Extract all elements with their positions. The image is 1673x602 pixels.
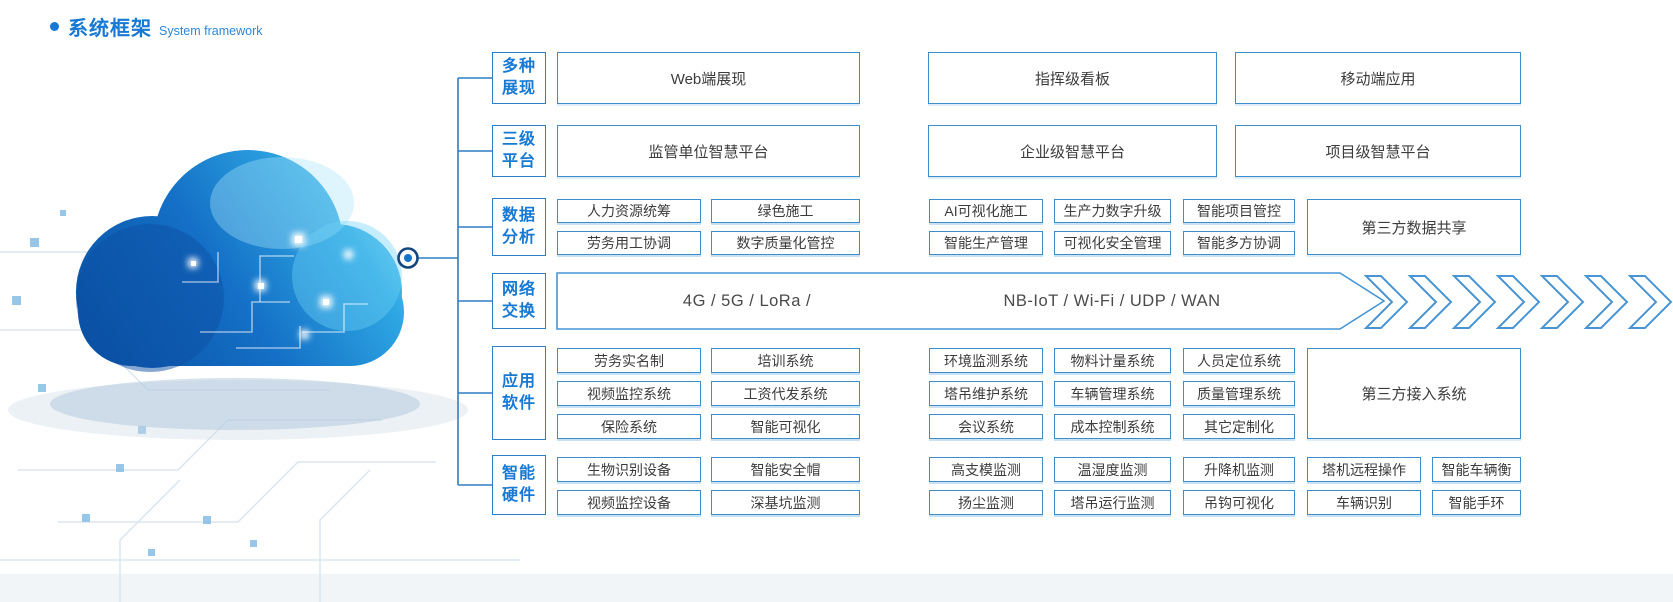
page-title-en: System framework <box>159 24 263 38</box>
box-material-metering: 物料计量系统 <box>1054 348 1171 373</box>
box-quality-management: 质量管理系统 <box>1183 381 1295 406</box>
box-personnel-positioning: 人员定位系统 <box>1183 348 1295 373</box>
connector-lines <box>418 77 492 486</box>
circuit-dots <box>12 210 257 556</box>
box-third-party-access: 第三方接入系统 <box>1307 348 1521 439</box>
cloud-dots <box>191 236 329 305</box>
page-title: 系统框架 System framework <box>50 12 263 41</box>
background-band <box>0 574 1673 602</box>
box-green-construction: 绿色施工 <box>711 199 860 223</box>
category-network-exchange: 网络交换 <box>492 273 546 329</box>
box-environment-monitor: 环境监测系统 <box>929 348 1043 373</box>
category-data-analysis: 数据分析 <box>492 198 546 256</box>
box-smart-production: 智能生产管理 <box>929 231 1043 255</box>
box-tower-crane-run-monitor: 塔吊运行监测 <box>1054 490 1171 515</box>
box-deep-pit-monitor: 深基坑监测 <box>711 490 860 515</box>
network-arrow-shape <box>556 272 1386 330</box>
box-digital-quality-control: 数字质量化管控 <box>711 231 860 255</box>
box-smart-weighbridge: 智能车辆衡 <box>1432 457 1521 482</box>
cloud-node <box>397 247 419 269</box>
box-labor-coordination: 劳务用工协调 <box>557 231 701 255</box>
network-protocols-left: 4G / 5G / LoRa / <box>682 292 812 310</box>
box-tower-crane-maintenance: 塔吊维护系统 <box>929 381 1043 406</box>
box-mobile-app: 移动端应用 <box>1235 52 1521 104</box>
box-temp-humidity-monitor: 温湿度监测 <box>1054 457 1171 482</box>
box-project-platform: 项目级智慧平台 <box>1235 125 1521 177</box>
page-title-zh: 系统框架 <box>68 18 152 40</box>
box-third-party-data-sharing: 第三方数据共享 <box>1307 199 1521 255</box>
box-smart-project-control: 智能项目管控 <box>1183 199 1295 223</box>
box-web-display: Web端展现 <box>557 52 860 104</box>
box-visual-safety: 可视化安全管理 <box>1054 231 1171 255</box>
category-application-software: 应用软件 <box>492 346 546 440</box>
box-hr-planning: 人力资源统筹 <box>557 199 701 223</box>
box-video-monitor-system: 视频监控系统 <box>557 381 701 406</box>
box-dust-monitor: 扬尘监测 <box>929 490 1043 515</box>
box-insurance-system: 保险系统 <box>557 414 701 439</box>
box-enterprise-platform: 企业级智慧平台 <box>928 125 1217 177</box>
box-formwork-monitor: 高支模监测 <box>929 457 1043 482</box>
box-ai-visual-construction: AI可视化施工 <box>929 199 1043 223</box>
box-hook-visualization: 吊钩可视化 <box>1183 490 1295 515</box>
category-smart-hardware: 智能硬件 <box>492 455 546 515</box>
category-multi-display: 多种展现 <box>492 52 546 104</box>
bullet-icon <box>50 22 59 31</box>
box-biometric-device: 生物识别设备 <box>557 457 701 482</box>
chevron-arrows <box>1363 275 1673 329</box>
box-vehicle-management: 车辆管理系统 <box>1054 381 1171 406</box>
box-training-system: 培训系统 <box>711 348 860 373</box>
box-smart-visualization: 智能可视化 <box>711 414 860 439</box>
box-payroll-system: 工资代发系统 <box>711 381 860 406</box>
box-command-board: 指挥级看板 <box>928 52 1217 104</box>
box-smart-helmet: 智能安全帽 <box>711 457 860 482</box>
box-other-customization: 其它定制化 <box>1183 414 1295 439</box>
box-tower-remote-operation: 塔机远程操作 <box>1307 457 1421 482</box>
category-three-level-platform: 三级平台 <box>492 125 546 177</box>
box-vehicle-recognition: 车辆识别 <box>1307 490 1421 515</box>
box-smart-wristband: 智能手环 <box>1432 490 1521 515</box>
box-hoist-monitor: 升降机监测 <box>1183 457 1295 482</box>
box-regulator-platform: 监管单位智慧平台 <box>557 125 860 177</box>
box-video-monitor-device: 视频监控设备 <box>557 490 701 515</box>
box-productivity-upgrade: 生产力数字升级 <box>1054 199 1171 223</box>
box-multi-party-coordination: 智能多方协调 <box>1183 231 1295 255</box>
network-protocols-right: NB-IoT / Wi-Fi / UDP / WAN <box>1003 292 1221 310</box>
box-cost-control: 成本控制系统 <box>1054 414 1171 439</box>
box-labor-real-name: 劳务实名制 <box>557 348 701 373</box>
cloud-illustration <box>8 150 468 440</box>
box-meeting-system: 会议系统 <box>929 414 1043 439</box>
